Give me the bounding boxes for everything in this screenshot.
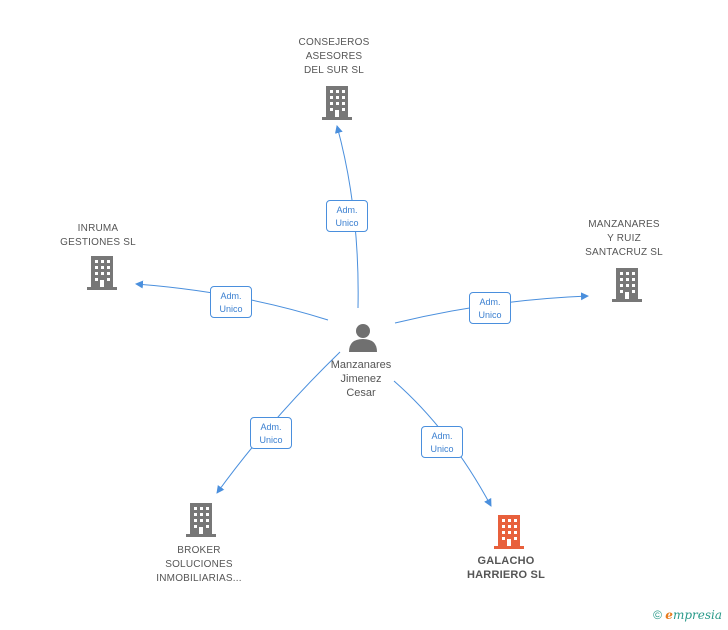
role-badge-inruma[interactable]: Adm. Unico: [210, 286, 252, 318]
role-badge-broker[interactable]: Adm. Unico: [250, 417, 292, 449]
role-badge-consejeros[interactable]: Adm. Unico: [326, 200, 368, 232]
building-icon: [186, 503, 216, 537]
building-icon: [322, 86, 352, 120]
company-name: MANZANARES Y RUIZ SANTACRUZ SL: [585, 219, 663, 258]
company-name: CONSEJEROS ASESORES DEL SUR SL: [298, 37, 370, 76]
person-icon: [349, 324, 377, 352]
role-badge-galacho[interactable]: Adm. Unico: [421, 426, 463, 458]
brand-logo-e: e: [665, 608, 673, 622]
company-name: BROKER SOLUCIONES INMOBILIARIAS...: [156, 545, 242, 584]
building-icon: [494, 515, 524, 549]
company-name: GALACHO HARRIERO SL: [467, 555, 545, 581]
role-badge-manzanares-ruiz[interactable]: Adm. Unico: [469, 292, 511, 324]
brand-logo-rest: mpresia: [672, 608, 722, 622]
building-icon: [87, 256, 117, 290]
brand-footer[interactable]: © empresia: [653, 608, 722, 622]
copyright-symbol: ©: [653, 608, 662, 622]
building-icon: [612, 268, 642, 302]
company-name: INRUMA GESTIONES SL: [60, 223, 136, 248]
person-name: Manzanares Jimenez Cesar: [330, 359, 392, 399]
